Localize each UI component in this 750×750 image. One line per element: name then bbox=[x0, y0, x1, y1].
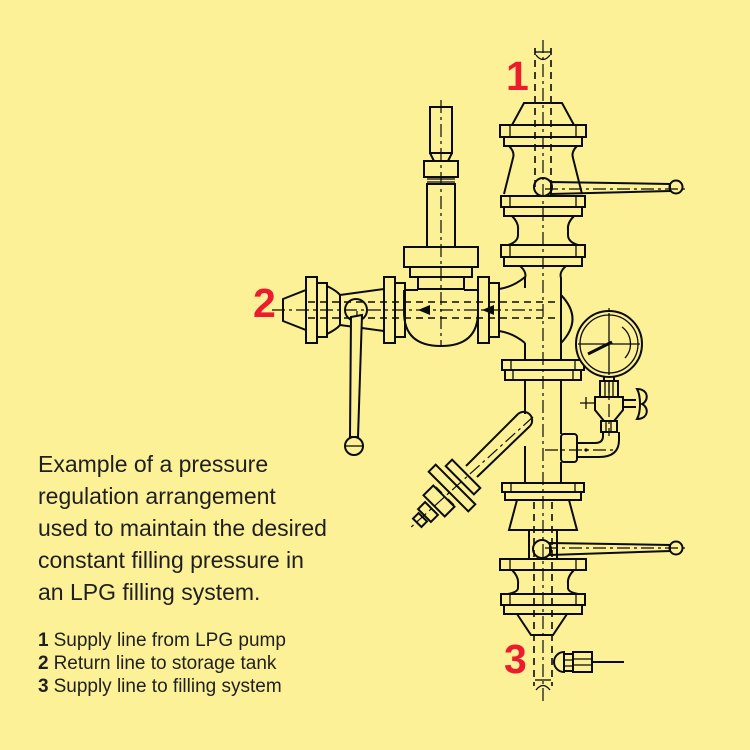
valve-lever-right bbox=[549, 541, 671, 557]
legend-num: 1 bbox=[38, 630, 49, 651]
valve-lever-right bbox=[550, 180, 671, 196]
bore-dashes bbox=[308, 48, 556, 686]
continuation-symbol-top bbox=[535, 51, 551, 61]
gauge-needle bbox=[587, 340, 613, 356]
valve-lever-down bbox=[348, 313, 364, 438]
flow-arrow bbox=[418, 305, 430, 315]
pressure-regulator bbox=[403, 106, 479, 290]
description-text: Example of a pressure regulation arrange… bbox=[38, 448, 327, 608]
pressure-gauge bbox=[560, 310, 648, 463]
branch-line-2 bbox=[282, 276, 500, 348]
callout-3: 3 bbox=[504, 636, 527, 682]
legend-label: Return line to storage tank bbox=[53, 653, 277, 674]
pipe-boss bbox=[560, 433, 578, 463]
callout-2: 2 bbox=[253, 280, 276, 326]
shutoff-valve-1 bbox=[499, 102, 684, 288]
hose-fitting bbox=[553, 650, 624, 674]
description-line: Example of a pressure bbox=[38, 451, 269, 477]
legend-label: Supply line to filling system bbox=[53, 676, 282, 697]
drain-valve-diagonal bbox=[411, 410, 534, 529]
ball-valve-branch bbox=[344, 298, 368, 456]
flow-arrow bbox=[482, 305, 494, 315]
description-line: an LPG filling system. bbox=[38, 579, 261, 605]
main-pipe bbox=[498, 276, 585, 501]
handwheel-icon bbox=[635, 387, 648, 421]
continuation-symbol-bottom bbox=[535, 679, 551, 691]
shutoff-valve-3 bbox=[499, 499, 684, 636]
legend-num: 2 bbox=[38, 653, 49, 674]
legend-label: Supply line from LPG pump bbox=[53, 630, 286, 651]
description-line: constant filling pressure in bbox=[38, 547, 304, 573]
callout-1: 1 bbox=[506, 53, 529, 99]
description-line: regulation arrangement bbox=[38, 483, 276, 509]
lever-pivot bbox=[532, 539, 552, 559]
legend-num: 3 bbox=[38, 676, 49, 697]
description-line: used to maintain the desired bbox=[38, 515, 327, 541]
